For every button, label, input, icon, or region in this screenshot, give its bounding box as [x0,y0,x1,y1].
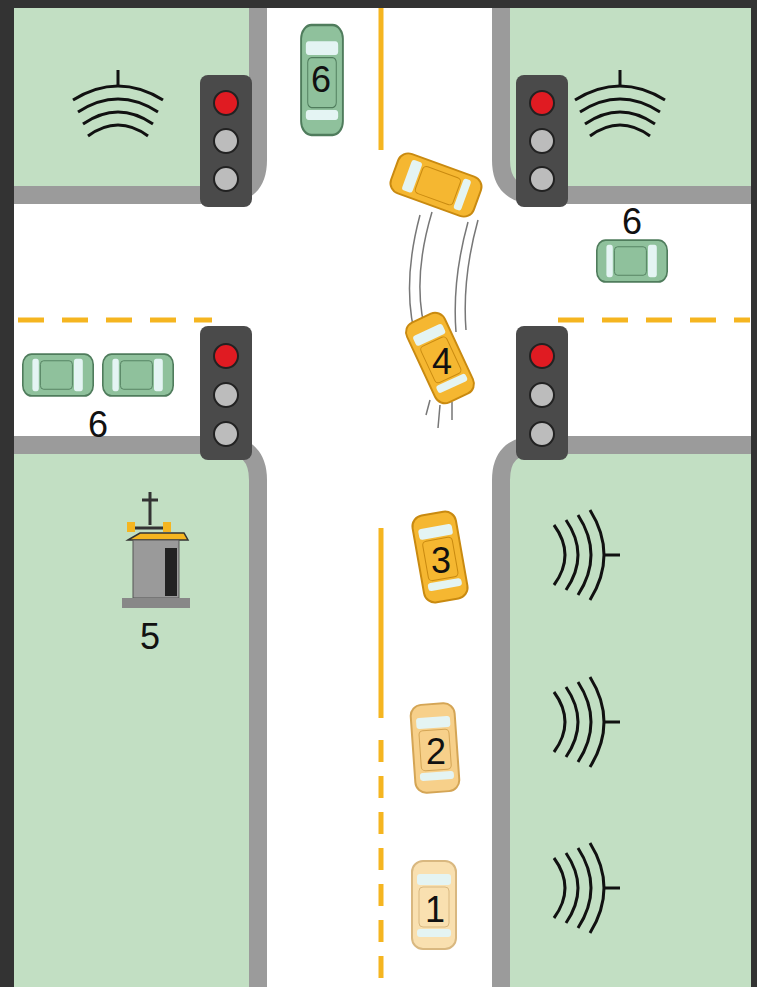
callout-number: 5 [140,619,160,655]
callout-number: 4 [432,344,452,380]
callout-number: 6 [88,407,108,443]
callout-number: 1 [425,892,445,928]
callout-number: 2 [426,734,446,770]
callout-number: 6 [622,204,642,240]
callout-number: 3 [431,543,451,579]
callout-number: 6 [311,62,331,98]
